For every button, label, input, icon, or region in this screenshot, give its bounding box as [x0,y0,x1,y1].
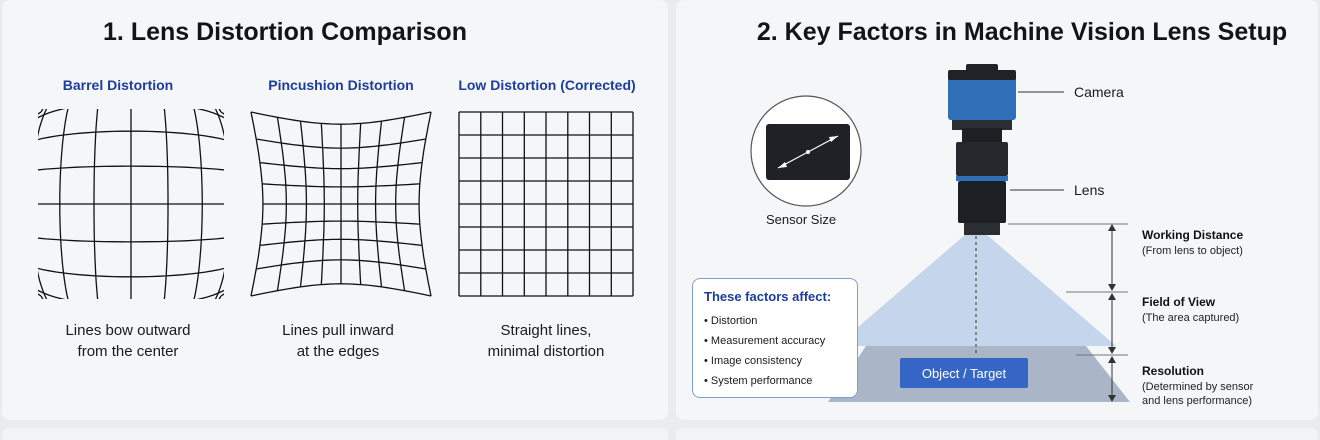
pincushion-distortion-label: Pincushion Distortion [268,77,414,93]
camera-label: Camera [1074,84,1124,100]
grid-horizontal-line [250,283,432,297]
object-target-label: Object / Target [921,365,1007,381]
working-distance-arrowhead-bottom [1108,284,1116,291]
low-distortion-caption: Straight lines, minimal distortion [436,320,656,362]
sensor-diagonal-arrowhead-end [829,136,838,142]
object-target: Object / Target [900,358,1028,388]
affects-list: • Distortion • Measurement accuracy • Im… [704,311,825,391]
grid-vertical-line [163,109,169,299]
pincushion-caption-line-1: Lines pull inward [282,322,394,339]
lens-focus-ring [956,142,1008,176]
lens-front [964,223,1000,235]
barrel-caption-line-2: from the center [77,343,179,360]
sensor-diagonal-arrowhead-start [778,162,787,168]
lens-lower-barrel [958,181,1006,223]
lens-setup-panel: 2. Key Factors in Machine Vision Lens Se… [676,0,1318,420]
low-distortion-caption-line-1: Straight lines, [500,322,592,339]
camera-top-cap [948,70,1016,80]
grid-horizontal-line [38,237,224,243]
working-distance-arrowhead-top [1108,224,1116,231]
resolution-arrowhead-bottom [1108,395,1116,402]
bottom-right-panel-edge [676,428,1318,440]
low-distortion-caption-line-2: minimal distortion [487,343,605,360]
grid-vertical-line [374,121,383,287]
barrel-distortion-grid [38,109,224,299]
field-of-view-arrowhead-top [1108,293,1116,300]
grid-vertical-line [214,109,224,299]
working-distance-subtitle: (From lens to object) [1142,245,1243,257]
affects-box: These factors affect: • Distortion • Mea… [692,278,858,398]
sensor-size-label: Sensor Size [766,212,837,227]
sensor-center-dot [806,150,810,154]
grid-vertical-line [418,111,432,297]
working-distance-title: Working Distance [1142,228,1244,242]
affects-item: • System performance [704,375,813,387]
grid-vertical-line [357,123,362,285]
camera-setup-illustration [750,64,1130,402]
grid-horizontal-line [262,220,420,225]
affects-item: • Measurement accuracy [704,335,826,347]
pincushion-caption-line-2: at the edges [296,343,380,360]
camera-mount [952,120,1012,130]
field-of-view-arrowhead-bottom [1108,347,1116,354]
barrel-caption: Lines bow outward from the center [18,320,238,362]
camera-connector [966,64,998,72]
grid-horizontal-line [38,289,224,299]
grid-vertical-line [395,117,406,291]
grid-horizontal-line [256,259,426,270]
affects-title: These factors affect: [704,289,832,304]
grid-horizontal-line [259,238,423,247]
low-distortion-label: Low Distortion (Corrected) [458,77,636,93]
grid-horizontal-line [38,109,224,119]
grid-horizontal-line [250,111,432,125]
lens-label: Lens [1074,182,1105,198]
resolution-title: Resolution [1142,364,1204,378]
affects-item-text: Measurement accuracy [710,335,826,347]
affects-item: • Distortion [704,315,758,327]
grid-vertical-line [38,109,48,299]
lens-distortion-panel: 1. Lens Distortion Comparison Barrel Dis… [2,0,668,420]
barrel-distortion-label: Barrel Distortion [62,77,174,93]
distortion-panel-title: 1. Lens Distortion Comparison [103,18,467,46]
grid-vertical-line [250,111,264,297]
affects-item-text: Distortion [710,315,758,327]
pincushion-distortion-grid [250,111,432,297]
grid-vertical-line [193,109,203,299]
bottom-left-panel-edge [2,428,668,440]
field-of-view-subtitle: (The area captured) [1142,312,1240,324]
pincushion-caption: Lines pull inward at the edges [228,320,448,362]
field-of-view-title: Field of View [1142,295,1216,309]
resolution-arrowhead-top [1108,356,1116,363]
grid-horizontal-line [38,267,224,278]
lens-blue-ring [956,176,1008,181]
barrel-caption-line-1: Lines bow outward [65,322,191,339]
low-distortion-grid [458,111,634,297]
resolution-subtitle-line-2: and lens performance) [1142,395,1253,407]
affects-item-text: System performance [710,375,813,387]
setup-panel-title: 2. Key Factors in Machine Vision Lens Se… [756,18,1288,46]
resolution-subtitle-line-1: (Determined by sensor [1142,381,1254,393]
affects-item: • Image consistency [704,355,803,367]
affects-item-text: Image consistency [710,355,803,367]
camera-body [948,70,1016,120]
